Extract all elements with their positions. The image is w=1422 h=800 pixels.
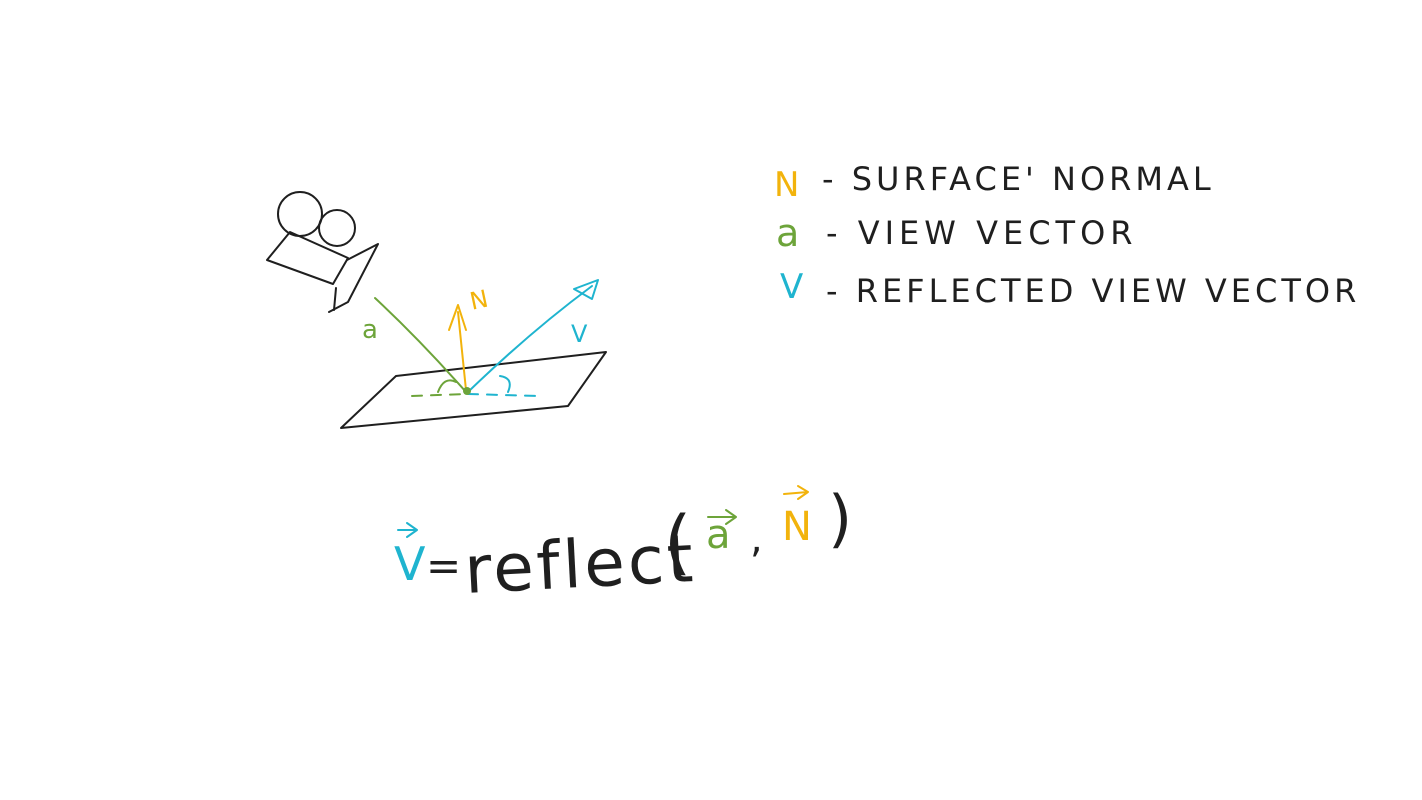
surface-line-right — [467, 393, 539, 397]
n-vector-arrow — [783, 485, 809, 500]
a-vector-arrow — [707, 509, 737, 525]
contact-point — [463, 387, 471, 395]
legend-desc-normal: - SURFACE' NORMAL — [822, 160, 1215, 198]
formula-open-paren: ( — [664, 501, 691, 583]
surface-line-left — [411, 393, 467, 397]
camera-icon — [266, 191, 379, 313]
legend: N - SURFACE' NORMAL a - VIEW VECTOR V - … — [774, 160, 1360, 310]
formula-comma: , — [750, 516, 763, 562]
formula-equals: = — [426, 541, 461, 590]
legend-desc-reflected: - REFLECTED VIEW VECTOR — [826, 272, 1360, 310]
legend-symbol-reflected: V — [780, 267, 803, 307]
v-vector-arrow — [397, 522, 418, 538]
label-view-vector: a — [362, 315, 378, 345]
formula-a: a — [706, 512, 731, 558]
legend-symbol-view: a — [776, 211, 799, 255]
reflected-vector — [467, 285, 593, 393]
normal-vector — [457, 311, 467, 391]
reflect-formula: V = reflect ( a , N ) — [394, 482, 852, 609]
formula-n: N — [782, 504, 812, 550]
label-normal-vector: N — [467, 285, 490, 316]
legend-desc-view: - VIEW VECTOR — [826, 214, 1138, 252]
label-reflected-vector: V — [571, 320, 588, 348]
formula-close-paren: ) — [828, 482, 852, 555]
legend-symbol-normal: N — [774, 165, 799, 205]
reflection-angle-arc — [499, 375, 511, 393]
surface-plane — [340, 351, 607, 429]
incidence-angle-arc — [437, 379, 457, 393]
normal-arrowhead — [448, 304, 467, 331]
formula-function: reflect — [462, 520, 697, 609]
reflected-arrowhead — [573, 279, 599, 300]
formula-v: V — [394, 537, 426, 591]
view-vector — [374, 297, 467, 393]
